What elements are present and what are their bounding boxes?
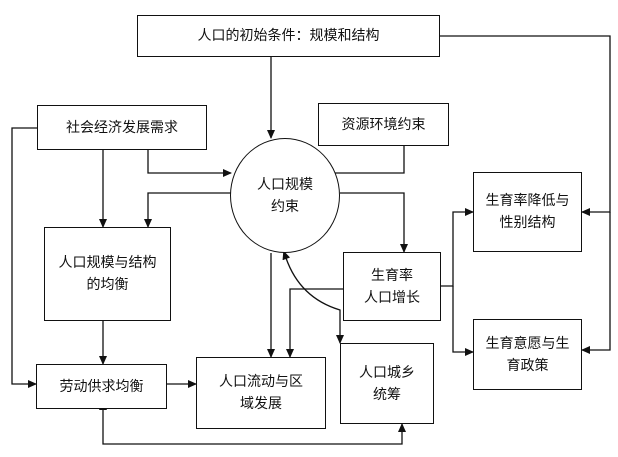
- socioeconomic-demand-box: 社会经济发展需求: [37, 105, 207, 150]
- fertility-policy-box: 生育意愿与生 育政策: [473, 319, 582, 390]
- fertility-growth-box: 生育率 人口增长: [343, 252, 441, 321]
- arrow-demand-to-labor: [11, 127, 37, 388]
- initial-conditions-box: 人口的初始条件：规模和结构: [137, 15, 440, 57]
- migration-regional-box: 人口流动与区 域发展: [196, 357, 326, 429]
- labor-balance-box: 劳动供求均衡: [36, 364, 167, 409]
- arrow-fertility-to-fertility-sex: [441, 208, 474, 287]
- arrow-demand-to-constraint: [147, 150, 232, 177]
- arrow-labor-urban-rural: [99, 401, 406, 445]
- scale-structure-balance-box: 人口规模与结构 的均衡: [44, 227, 171, 321]
- arrow-constraint-to-fertility: [340, 192, 408, 253]
- arrow-constraint-to-balance: [144, 192, 232, 228]
- arrow-initial-to-fertility-sex: [440, 35, 611, 216]
- arrow-initial-to-policy: [581, 212, 611, 354]
- arrow-fertility-to-policy: [452, 286, 474, 356]
- fertility-sex-structure-box: 生育率降低与 性别结构: [473, 172, 582, 252]
- arrow-resource-to-constraint: [309, 146, 405, 177]
- urban-rural-box: 人口城乡 统筹: [340, 343, 434, 424]
- arrow-fertility-urban-constraint: [282, 250, 344, 344]
- resource-constraint-box: 资源环境约束: [318, 103, 449, 146]
- scale-constraint-circle: 人口规模 约束: [230, 138, 340, 253]
